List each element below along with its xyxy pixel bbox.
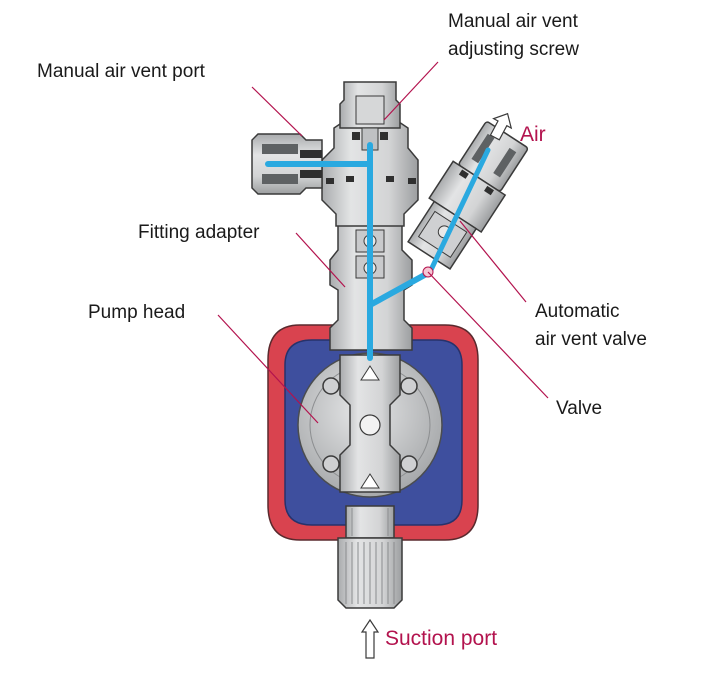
label-automatic-line1: Automatic [535,301,620,322]
label-manual-air-vent-port: Manual air vent port [37,61,205,82]
valve-arrow-lower [360,473,380,489]
suction-nut [345,505,395,539]
air-arrow [489,112,513,141]
label-adjusting-screw-line2: adjusting screw [448,39,579,60]
label-air: Air [520,123,546,146]
leader-vent-port [251,86,303,137]
bolt-bottom-right [400,455,418,473]
valve-arrow-upper [360,365,380,381]
suction-fitting [337,505,403,609]
label-fitting-adapter: Fitting adapter [138,222,260,243]
valve-block [339,354,401,493]
leader-auto-vent [459,220,527,303]
leader-valve [427,271,549,399]
label-pump-head: Pump head [88,302,186,323]
flow-channels [265,142,491,361]
leader-pump-head [217,314,319,424]
leader-fitting-adapter [295,232,346,288]
up-arrow-icon [360,618,380,659]
valve-center-port [359,414,381,436]
leader-adjusting-screw [383,61,439,121]
label-valve: Valve [556,398,603,419]
suction-arrow [360,618,380,659]
bolt-top-right [400,377,418,395]
label-automatic-line2: air vent valve [535,329,647,350]
label-adjusting-screw-line1: Manual air vent [448,11,578,32]
label-suction-port: Suction port [385,627,498,650]
auto-vent-flow-channel [427,147,491,275]
leader-lines [217,61,549,424]
bypass-flow-channel [367,269,433,308]
bolt-bottom-left [322,455,340,473]
bolt-top-left [322,377,340,395]
up-arrow-icon [489,112,513,141]
